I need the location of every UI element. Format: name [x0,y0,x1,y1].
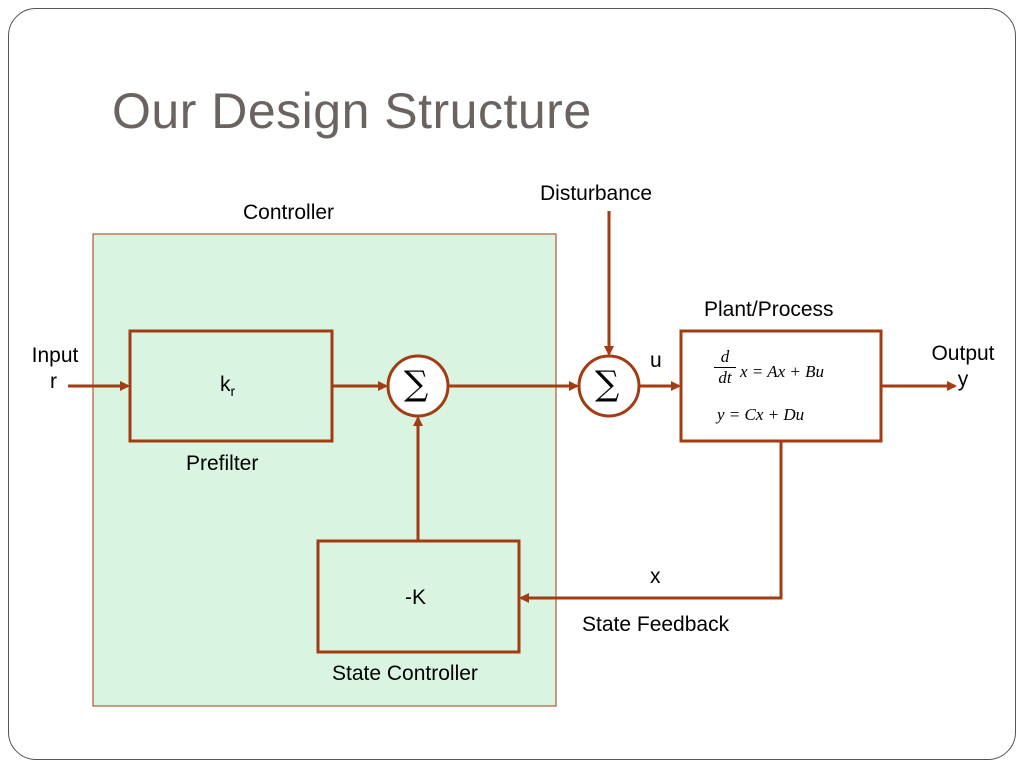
prefilter-gain-sub: r [230,383,236,400]
output-label: Output y [922,341,1004,393]
controller-label: Controller [243,201,335,224]
plant-label: Plant/Process [704,298,834,321]
slide-frame [8,8,1016,760]
input-label: Input r [22,343,88,395]
x-label: x [650,565,661,588]
input-text: Input [31,344,79,367]
prefilter-label: Prefilter [186,452,259,475]
output-text: Output [931,342,995,365]
controller-region [92,233,557,707]
derivative-operator: d dt [714,348,736,387]
derivative-numerator: d [720,347,730,366]
state-feedback-label: State Feedback [582,613,730,636]
sum-symbol-2: ∑ [595,364,620,404]
u-label: u [650,349,662,372]
output-equation: y = Cx + Du [717,405,805,424]
prefilter-gain-main: k [220,373,231,396]
prefilter-gain: kr [220,373,235,399]
derivative-denominator: dt [718,368,732,387]
input-symbol: r [50,370,57,393]
state-gain: -K [405,586,426,609]
sum-symbol-1: ∑ [404,364,429,404]
state-controller-label: State Controller [332,662,478,685]
state-equation: x = Ax + Bu [740,362,824,381]
slide-title: Our Design Structure [112,83,592,139]
fraction-bar [714,367,736,368]
output-symbol: y [957,368,969,391]
disturbance-label: Disturbance [540,182,653,205]
state-feedback-path [519,441,783,603]
